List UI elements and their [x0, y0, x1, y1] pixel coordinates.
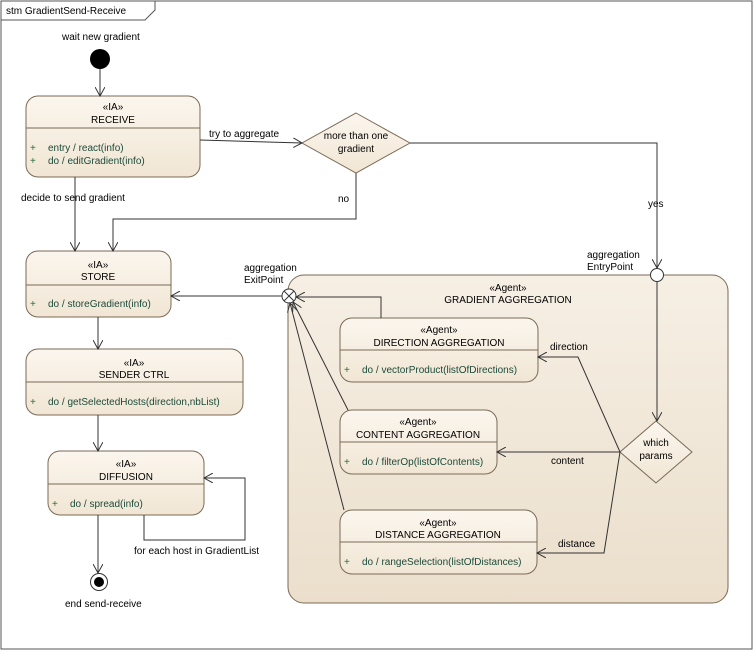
- frame-label: stm GradientSend-Receive: [6, 6, 126, 17]
- label-no: no: [338, 194, 350, 205]
- transition-params-direction[interactable]: [538, 357, 621, 453]
- content-name: CONTENT AGGREGATION: [356, 430, 480, 441]
- distance-stereotype: «Agent»: [419, 518, 457, 529]
- distance-op-do: do / rangeSelection(listOfDistances): [362, 557, 522, 568]
- state-store[interactable]: «IA» STORE + do / storeGradient(info): [25, 250, 172, 318]
- direction-name: DIRECTION AGGREGATION: [374, 338, 505, 349]
- transition-decision-yes[interactable]: [410, 142, 657, 268]
- label-distance: distance: [558, 539, 596, 550]
- decision-more-than-one[interactable]: more than one gradient: [300, 112, 412, 174]
- aggregation-stereotype: «Agent»: [489, 283, 527, 294]
- transition-labels: try to aggregate decide to send gradient…: [21, 129, 664, 557]
- store-name: STORE: [81, 272, 116, 283]
- transition-content-exit[interactable]: [293, 302, 349, 411]
- svg-text:+: +: [30, 156, 36, 167]
- decision-which-params[interactable]: which params: [619, 420, 693, 484]
- diffusion-name: DIFFUSION: [99, 472, 153, 483]
- label-direction: direction: [550, 342, 588, 353]
- decision-more-line1: more than one: [324, 131, 389, 142]
- state-diffusion[interactable]: «IA» DIFFUSION + do / spread(info): [47, 450, 205, 516]
- direction-op-do: do / vectorProduct(listOfDirections): [362, 365, 517, 376]
- sender-op-do: do / getSelectedHosts(direction,nbList): [48, 397, 220, 408]
- label-decide-to-send: decide to send gradient: [21, 193, 125, 204]
- content-op-do: do / filterOp(listOfContents): [362, 457, 483, 468]
- distance-name: DISTANCE AGGREGATION: [375, 530, 501, 541]
- sender-name: SENDER CTRL: [99, 370, 170, 381]
- svg-text:+: +: [52, 499, 58, 510]
- state-distance-aggregation[interactable]: «Agent» DISTANCE AGGREGATION + do / rang…: [339, 509, 538, 575]
- state-receive[interactable]: «IA» RECEIVE + entry / react(info) + do …: [25, 95, 201, 178]
- decision-params-line2: params: [639, 451, 672, 462]
- receive-op-do: do / editGradient(info): [48, 156, 145, 167]
- transition-receive-decision[interactable]: [199, 140, 302, 143]
- state-sender-ctrl[interactable]: «IA» SENDER CTRL + do / getSelectedHosts…: [25, 348, 244, 416]
- transition-params-distance[interactable]: [537, 451, 621, 553]
- initial-node[interactable]: wait new gradient: [61, 32, 140, 69]
- exit-point[interactable]: aggregation ExitPoint: [244, 263, 297, 304]
- transition-diffusion-self[interactable]: [143, 478, 246, 541]
- entry-label-1: aggregation: [587, 250, 640, 261]
- store-op-do: do / storeGradient(info): [48, 299, 151, 310]
- svg-text:+: +: [344, 365, 350, 376]
- transitions: [75, 69, 657, 573]
- transition-distance-exit[interactable]: [290, 303, 345, 511]
- state-content-aggregation[interactable]: «Agent» CONTENT AGGREGATION + do / filte…: [339, 409, 498, 475]
- decision-more-line2: gradient: [338, 144, 374, 155]
- receive-name: RECEIVE: [91, 115, 135, 126]
- label-try-to-aggregate: try to aggregate: [209, 129, 279, 140]
- svg-text:+: +: [344, 457, 350, 468]
- final-label: end send-receive: [65, 599, 142, 610]
- label-yes: yes: [648, 199, 664, 210]
- transition-direction-exit[interactable]: [296, 297, 382, 318]
- receive-op-entry: entry / react(info): [48, 143, 124, 154]
- aggregation-name: GRADIENT AGGREGATION: [444, 295, 571, 306]
- direction-stereotype: «Agent»: [420, 325, 458, 336]
- receive-stereotype: «IA»: [103, 102, 124, 113]
- decision-params-line1: which: [642, 438, 669, 449]
- initial-label: wait new gradient: [61, 32, 140, 43]
- final-node[interactable]: end send-receive: [65, 573, 142, 611]
- svg-text:+: +: [30, 397, 36, 408]
- transition-decision-no[interactable]: [113, 173, 357, 251]
- label-content: content: [551, 456, 584, 467]
- store-stereotype: «IA»: [88, 260, 109, 271]
- state-direction-aggregation[interactable]: «Agent» DIRECTION AGGREGATION + do / vec…: [339, 317, 539, 383]
- sender-stereotype: «IA»: [124, 358, 145, 369]
- exit-label-1: aggregation: [244, 263, 297, 274]
- label-for-each-host: for each host in GradientList: [134, 546, 259, 557]
- exit-label-2: ExitPoint: [244, 275, 284, 286]
- entry-label-2: EntryPoint: [587, 262, 633, 273]
- svg-text:+: +: [30, 299, 36, 310]
- diffusion-op-do: do / spread(info): [70, 499, 143, 510]
- svg-text:+: +: [30, 143, 36, 154]
- diffusion-stereotype: «IA»: [116, 459, 137, 470]
- svg-text:+: +: [344, 557, 350, 568]
- content-stereotype: «Agent»: [399, 417, 437, 428]
